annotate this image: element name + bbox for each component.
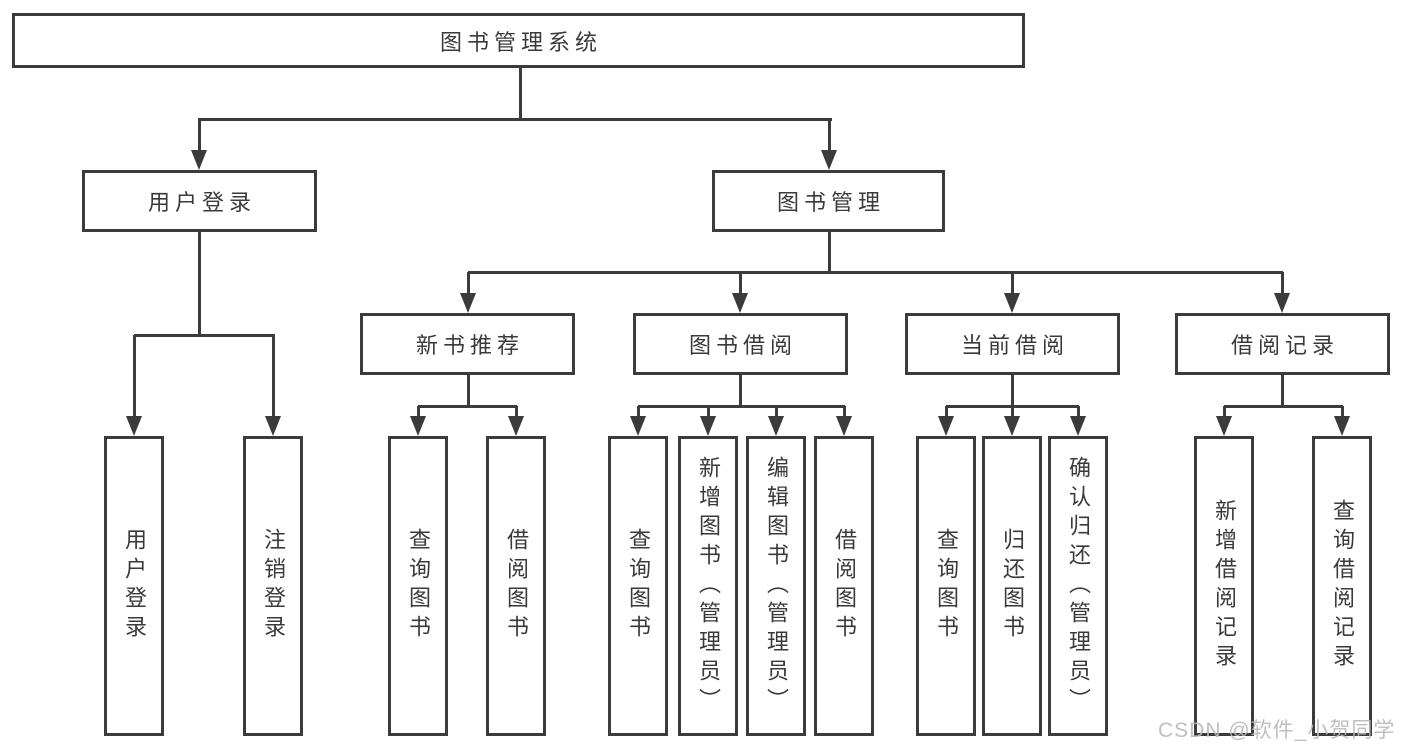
arrow-down-icon	[768, 416, 784, 436]
leaf-logout-label: 注销登录	[261, 528, 286, 644]
connector-vline	[514, 406, 518, 419]
arrow-down-icon	[1334, 416, 1350, 436]
connector-vline	[1340, 406, 1344, 419]
node-user-login-group-label: 用户登录	[147, 190, 256, 215]
node-book-borrow: 图书借阅	[633, 313, 848, 375]
connector-vline	[944, 406, 948, 419]
connector-vline	[1076, 406, 1080, 419]
arrow-down-icon	[1216, 416, 1232, 436]
node-current-borrow: 当前借阅	[905, 313, 1120, 375]
connector-vline	[842, 406, 846, 419]
leaf-borrow-books-1: 借阅图书	[486, 436, 546, 736]
leaf-add-borrow-record-label: 新增借阅记录	[1212, 499, 1237, 673]
arrow-down-icon	[1070, 416, 1086, 436]
connector-vline	[466, 375, 470, 408]
leaf-borrow-books-2-label: 借阅图书	[832, 528, 857, 644]
arrow-down-icon	[191, 150, 207, 170]
connector-vline	[197, 232, 201, 337]
node-borrow-records: 借阅记录	[1175, 313, 1390, 375]
leaf-query-books-3-label: 查询图书	[934, 528, 959, 644]
node-library-management-system: 图书管理系统	[12, 13, 1025, 68]
leaf-return-book: 归还图书	[982, 436, 1042, 736]
leaf-add-book-admin-label: 新增图书（管理员）	[696, 455, 721, 717]
connector-vline	[416, 406, 420, 419]
arrow-down-icon	[265, 416, 281, 436]
arrow-down-icon	[821, 150, 837, 170]
csdn-watermark: CSDN @软件_小贺同学	[1158, 719, 1396, 742]
connector-hline	[418, 404, 517, 408]
arrow-down-icon	[1004, 293, 1020, 313]
connector-vline	[1010, 375, 1014, 408]
connector-vline	[1010, 406, 1014, 419]
leaf-query-books-1-label: 查询图书	[406, 528, 431, 644]
leaf-confirm-return-admin-label: 确认归还（管理员）	[1066, 455, 1091, 717]
node-library-management-system-label: 图书管理系统	[439, 29, 602, 55]
arrow-down-icon	[630, 416, 646, 436]
arrow-down-icon	[508, 416, 524, 436]
leaf-query-books-3: 查询图书	[916, 436, 976, 736]
leaf-add-borrow-record: 新增借阅记录	[1194, 436, 1254, 736]
leaf-query-books-1: 查询图书	[388, 436, 448, 736]
leaf-user-login-label: 用户登录	[122, 528, 147, 644]
connector-vline	[706, 406, 710, 419]
leaf-borrow-books-2: 借阅图书	[814, 436, 874, 736]
connector-vline	[1280, 375, 1284, 408]
leaf-edit-book-admin: 编辑图书（管理员）	[746, 436, 806, 736]
leaf-user-login: 用户登录	[104, 436, 164, 736]
connector-hline	[198, 117, 832, 121]
connector-vline	[271, 335, 275, 419]
leaf-query-borrow-record-label: 查询借阅记录	[1330, 499, 1355, 673]
node-book-management-label: 图书管理	[776, 190, 885, 215]
leaf-query-books-2: 查询图书	[608, 436, 668, 736]
connector-vline	[197, 119, 201, 153]
connector-hline	[134, 333, 275, 337]
node-current-borrow-label: 当前借阅	[960, 333, 1069, 358]
connector-vline	[774, 406, 778, 419]
connector-vline	[827, 232, 831, 274]
connector-vline	[738, 375, 742, 408]
leaf-borrow-books-1-label: 借阅图书	[504, 528, 529, 644]
arrow-down-icon	[732, 293, 748, 313]
leaf-edit-book-admin-label: 编辑图书（管理员）	[764, 455, 789, 717]
leaf-query-borrow-record: 查询借阅记录	[1312, 436, 1372, 736]
connector-vline	[518, 68, 522, 121]
connector-vline	[827, 119, 831, 153]
leaf-query-books-2-label: 查询图书	[626, 528, 651, 644]
arrow-down-icon	[460, 293, 476, 313]
connector-hline	[468, 270, 1283, 274]
node-user-login-group: 用户登录	[82, 170, 317, 232]
arrow-down-icon	[410, 416, 426, 436]
connector-vline	[466, 272, 470, 296]
connector-vline	[636, 406, 640, 419]
connector-hline	[638, 404, 845, 408]
connector-hline	[1224, 404, 1343, 408]
arrow-down-icon	[126, 416, 142, 436]
node-book-borrow-label: 图书借阅	[688, 333, 797, 358]
leaf-confirm-return-admin: 确认归还（管理员）	[1048, 436, 1108, 736]
arrow-down-icon	[938, 416, 954, 436]
connector-vline	[1222, 406, 1226, 419]
node-new-book-recommend-label: 新书推荐	[415, 333, 524, 358]
connector-vline	[1280, 272, 1284, 296]
arrow-down-icon	[700, 416, 716, 436]
node-book-management: 图书管理	[712, 170, 945, 232]
connector-vline	[132, 335, 136, 419]
arrow-down-icon	[1274, 293, 1290, 313]
arrow-down-icon	[1004, 416, 1020, 436]
leaf-logout: 注销登录	[243, 436, 303, 736]
node-borrow-records-label: 借阅记录	[1230, 333, 1339, 358]
leaf-return-book-label: 归还图书	[1000, 528, 1025, 644]
connector-vline	[738, 272, 742, 296]
arrow-down-icon	[836, 416, 852, 436]
node-new-book-recommend: 新书推荐	[360, 313, 575, 375]
connector-vline	[1010, 272, 1014, 296]
leaf-add-book-admin: 新增图书（管理员）	[678, 436, 738, 736]
